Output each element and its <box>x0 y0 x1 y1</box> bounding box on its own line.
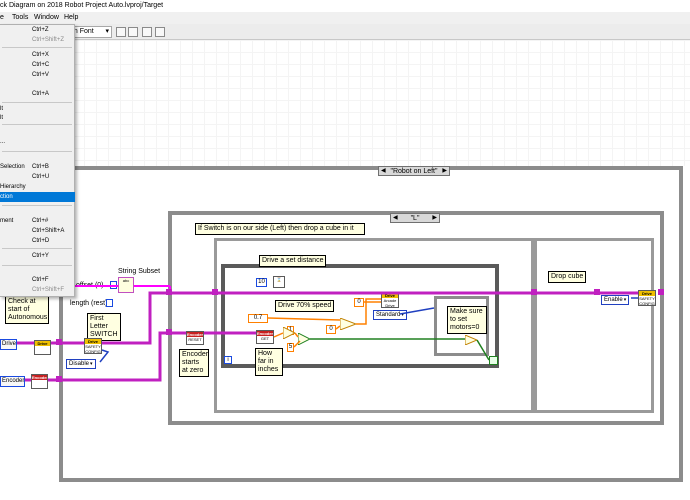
comment-switch-side: If Switch is on our side (Left) then dro… <box>195 223 365 235</box>
multiply-node-icon[interactable] <box>282 326 297 341</box>
comment-drive-speed: Drive 70% speed <box>275 300 335 312</box>
drive-refnum-terminal[interactable]: Drive <box>0 339 17 350</box>
loop-iteration-terminal[interactable]: i <box>224 356 232 364</box>
constant-0-b[interactable]: 0 <box>326 325 336 334</box>
menu-item-ctrl-d[interactable]: Ctrl+D <box>32 238 50 244</box>
offset-terminal[interactable] <box>110 281 117 289</box>
menu-item-select-all[interactable]: Ctrl+A <box>32 91 49 97</box>
diagram-grid <box>0 40 690 166</box>
menu-item-undo[interactable]: Ctrl+Z <box>32 27 49 33</box>
case-selector-robot-position[interactable]: ◀ "Robot on Left" ▶ <box>378 166 450 176</box>
safety-config-end-vi-icon[interactable]: Drive SAFETY CONFIG <box>638 290 656 306</box>
drive-ref-vi-icon[interactable]: Drive <box>34 340 51 355</box>
case-selector-label: "L" <box>410 215 420 222</box>
constant-0-a[interactable]: 0 <box>354 298 364 307</box>
vi-header: Drive <box>35 341 50 346</box>
vi-body: GET <box>260 336 270 341</box>
window-title: ck Diagram on 2018 Robot Project Auto.lv… <box>0 0 690 12</box>
case-next-icon[interactable]: ▶ <box>432 215 437 221</box>
safety-config-vi-icon[interactable]: Drive SAFETY CONFIG <box>84 338 102 354</box>
menu-item-ctrl-shift-a[interactable]: Ctrl+Shift+A <box>32 228 65 234</box>
menu-item-cut[interactable]: Ctrl+X <box>32 52 49 58</box>
edit-menu-dropdown[interactable]: Ctrl+Z Ctrl+Shift+Z Ctrl+X Ctrl+C Ctrl+V… <box>0 24 75 297</box>
length-terminal[interactable] <box>106 299 113 307</box>
case-next-icon[interactable]: ▶ <box>442 168 447 174</box>
reorder-icon[interactable] <box>155 27 165 37</box>
greater-than-node-icon[interactable] <box>297 332 312 347</box>
length-label: length (rest) <box>70 300 108 307</box>
constant-10[interactable]: 10 <box>256 278 267 287</box>
menu-item-ctrl-y[interactable]: Ctrl+Y <box>32 253 49 259</box>
menu-edit[interactable]: e <box>0 14 4 21</box>
font-dropdown[interactable]: on Font <box>66 26 112 38</box>
resize-icon[interactable] <box>142 27 152 37</box>
case-selector-label: "Robot on Left" <box>390 168 438 175</box>
string-subset-icon[interactable]: abc <box>118 277 134 293</box>
wait-icon[interactable]: ⌛ <box>273 276 285 288</box>
toolbar: on Font <box>0 24 690 40</box>
menu-help[interactable]: Help <box>64 14 79 21</box>
menu-item-redo[interactable]: Ctrl+Shift+Z <box>32 37 65 43</box>
vi-body: Arcade Drive <box>383 298 397 308</box>
comment-check-start: Check at start of Autonomous <box>5 296 49 324</box>
menu-item-paste[interactable]: Ctrl+V <box>32 72 49 78</box>
menu-item-default-1[interactable]: lt <box>0 106 3 112</box>
comment-drive-distance: Drive a set distance <box>259 255 327 267</box>
comment-drop-cube: Drop cube <box>548 271 587 283</box>
case-prev-icon[interactable]: ◀ <box>393 215 398 221</box>
sequence-frame-drop[interactable] <box>534 238 654 413</box>
case-prev-icon[interactable]: ◀ <box>381 168 386 174</box>
comment-motors-zero: Make sure to set motors=0 <box>447 306 487 334</box>
arcade-drive-vi-icon[interactable]: Drive Arcade Drive <box>381 292 399 308</box>
encoder-refnum-terminal[interactable]: Encoder <box>0 376 25 387</box>
offset-label: offset (0) <box>76 282 104 289</box>
menu-item-copy[interactable]: Ctrl+C <box>32 62 50 68</box>
constant-5[interactable]: 5 <box>287 343 294 352</box>
vi-header: Drive <box>639 291 655 296</box>
drive-mode-enum[interactable]: Standard <box>373 310 407 320</box>
comment-how-far: How far in inches <box>255 348 283 376</box>
menu-item-hierarchy[interactable]: Hierarchy <box>0 184 26 190</box>
vi-body: SAFETY CONFIG <box>639 296 655 306</box>
loop-stop-terminal[interactable] <box>489 356 498 365</box>
align-icon[interactable] <box>116 27 126 37</box>
comment-encoder-zero: Encoder starts at zero <box>179 349 209 377</box>
vi-body: RESET <box>188 337 202 342</box>
distribute-icon[interactable] <box>128 27 138 37</box>
menu-window[interactable]: Window <box>34 14 59 21</box>
menu-item-find-next[interactable]: Ctrl+Shift+F <box>32 287 65 293</box>
menu-item-default-2[interactable]: lt <box>0 115 3 121</box>
menu-tools[interactable]: Tools <box>12 14 29 21</box>
menu-item-ction-highlighted[interactable]: ction <box>0 192 75 202</box>
menu-item-ctrl-u[interactable]: Ctrl+U <box>32 174 50 180</box>
menu-item-ellipsis[interactable]: ... <box>0 139 6 145</box>
menu-item-find[interactable]: Ctrl+F <box>32 277 49 283</box>
disable-enum[interactable]: Disable <box>66 359 96 369</box>
case-selector-switch-side[interactable]: ◀ "L" ▶ <box>390 213 440 223</box>
encoder-reset-vi-icon[interactable]: Encoder RESET <box>186 331 204 345</box>
vi-body: SAFETY CONFIG <box>85 344 101 354</box>
encoder-ref-vi-icon[interactable]: Encoder <box>31 374 48 389</box>
string-subset-label: String Subset <box>118 268 161 275</box>
comment-first-letter: First Letter SWITCH <box>87 313 121 341</box>
vi-header: Encoder <box>32 375 48 380</box>
motor-zero-node-icon[interactable] <box>464 334 479 347</box>
encoder-get-vi-icon[interactable]: Encoder GET <box>256 330 274 344</box>
select-node-icon[interactable] <box>339 317 358 332</box>
enable-enum[interactable]: Enable <box>601 295 630 305</box>
constant-0-7[interactable]: 0.7 <box>248 314 268 323</box>
menu-bar: e Tools Window Help <box>0 12 690 24</box>
